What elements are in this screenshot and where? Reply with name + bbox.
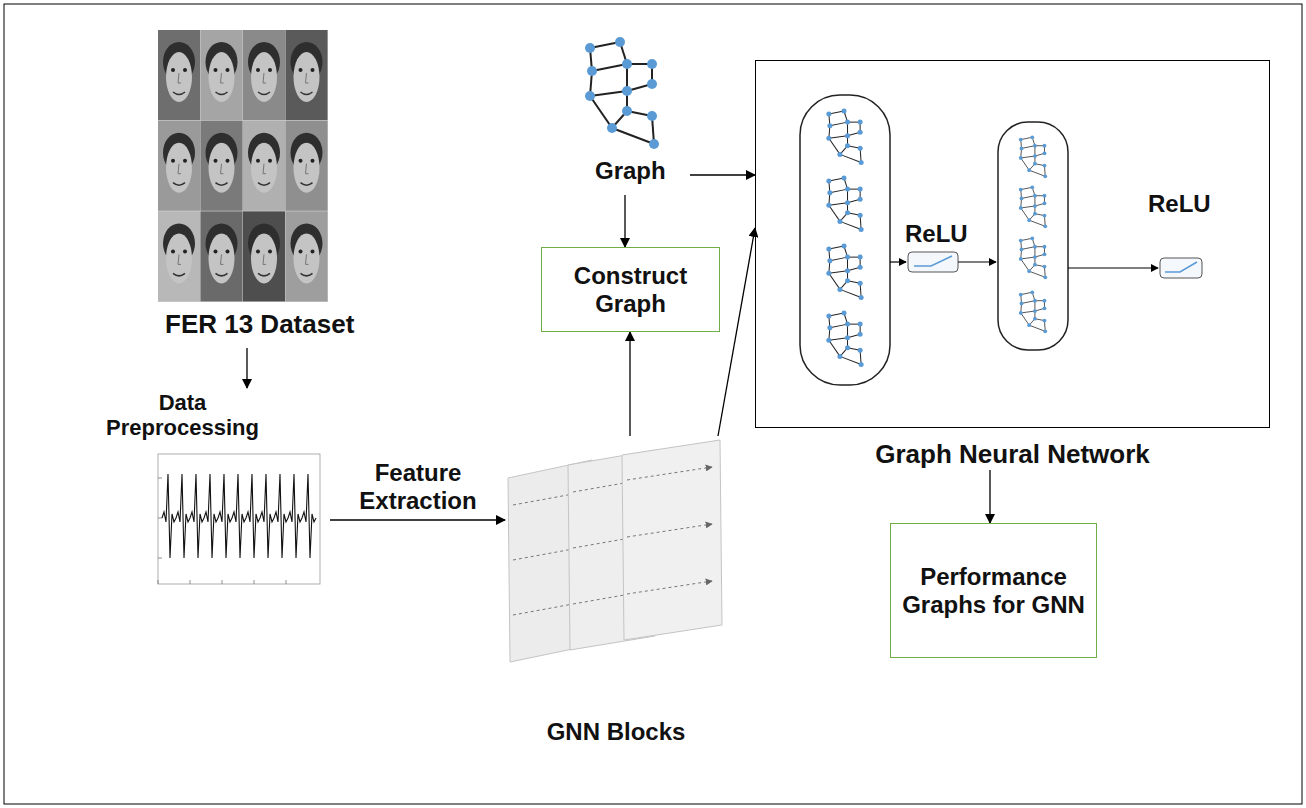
gnn-frame: Graph Neural Network	[755, 60, 1270, 470]
node-text: Data Preprocessing	[95, 390, 270, 441]
result-box: Performance Graphs for GNN	[890, 523, 1097, 658]
node-text: Graph	[595, 157, 690, 185]
process-box: Construct Graph	[541, 247, 720, 332]
frame-border	[755, 60, 1270, 428]
node-text: Graph Neural Network	[755, 440, 1270, 470]
node-text: FER 13 Dataset	[165, 310, 420, 340]
preprocessing-figure: Data Preprocessing	[95, 388, 330, 590]
flow-arrow	[690, 174, 755, 175]
activation-label: ReLU	[1148, 190, 1211, 218]
graph-icon	[585, 37, 659, 149]
dataset-figure: FER 13 Dataset	[150, 28, 420, 348]
frame-heading: Graph Neural Network	[755, 440, 1270, 470]
flow-arrow	[330, 519, 505, 520]
flow-arrow	[718, 228, 755, 436]
edge-label: Feature Extraction	[335, 459, 501, 514]
activation-label: ReLU	[905, 220, 968, 248]
node-text: Performance Graphs for GNN	[901, 563, 1086, 618]
flow-arrow	[246, 348, 247, 388]
face-photo-grid	[158, 30, 328, 302]
flow-arrow	[989, 470, 990, 523]
flow-arrow	[629, 332, 630, 436]
waveform-plot	[158, 454, 320, 584]
flow-arrow	[624, 195, 625, 247]
node-text: GNN Blocks	[505, 718, 727, 746]
page-frame	[4, 4, 1302, 804]
gnn-layers	[800, 95, 1202, 385]
graph-figure: Graph	[580, 35, 690, 195]
gnn-blocks-figure: GNN Blocks	[505, 436, 727, 756]
node-text: Construct Graph	[552, 262, 709, 317]
gnn-block-sheets	[508, 440, 722, 662]
